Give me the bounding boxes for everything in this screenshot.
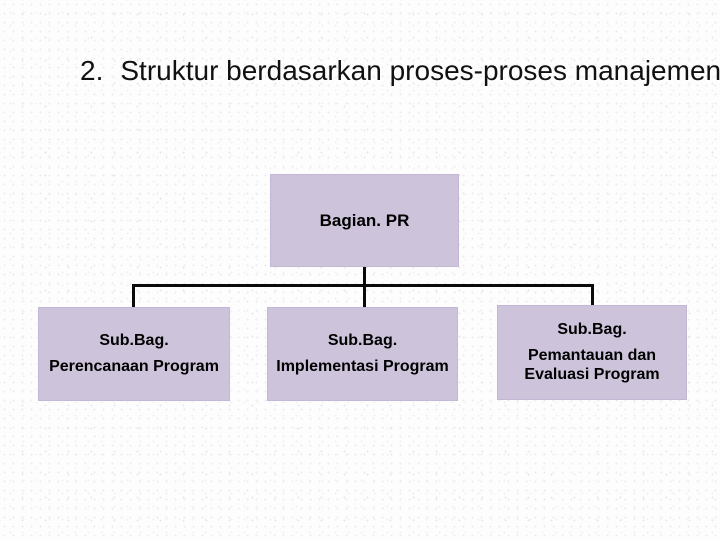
title-text: Struktur berdasarkan proses-proses manaj…: [120, 55, 720, 86]
org-box-implementasi-program: Sub.Bag. Implementasi Program: [267, 307, 458, 401]
connector-drop-left: [132, 284, 135, 307]
org-box-subtitle: Sub.Bag.: [327, 331, 398, 349]
org-box-perencanaan-program: Sub.Bag. Perencanaan Program: [38, 307, 230, 401]
org-box-label: Pemantauan dan Evaluasi Program: [524, 347, 660, 383]
org-box-subtitle: Sub.Bag.: [557, 320, 627, 338]
org-box-bagian-pr: Bagian. PR: [270, 174, 459, 267]
connector-drop-right: [591, 284, 594, 305]
slide-title: 2. Struktur berdasarkan proses-proses ma…: [80, 55, 720, 87]
org-box-label: Perencanaan Program: [49, 358, 219, 375]
title-number: 2.: [80, 55, 104, 86]
org-box-label: Implementasi Program: [276, 358, 449, 375]
connector-drop-middle: [363, 284, 366, 307]
org-box-label: Bagian. PR: [319, 210, 410, 230]
connector-root-stem: [363, 266, 366, 287]
org-box-subtitle: Sub.Bag.: [99, 331, 169, 349]
org-box-pemantauan-evaluasi-program: Sub.Bag. Pemantauan dan Evaluasi Program: [497, 305, 687, 400]
